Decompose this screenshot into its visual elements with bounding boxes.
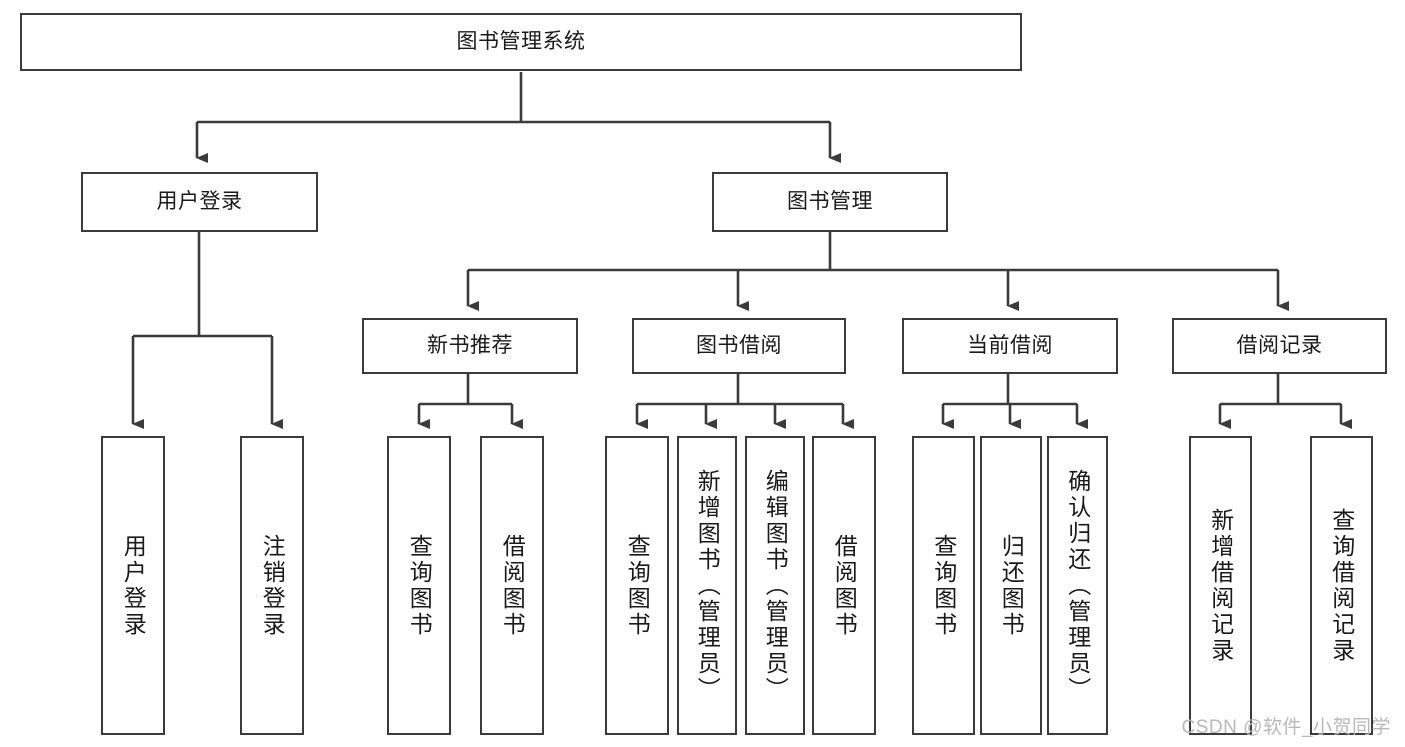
node-leaf-confirm-return-admin[interactable]: 确认归还（管理员） [1047,436,1108,735]
node-current-borrowing[interactable]: 当前借阅 [902,318,1118,374]
node-leaf-return-book[interactable]: 归还图书 [980,436,1042,735]
node-label: 图书管理 [787,189,873,213]
node-leaf-edit-book-admin[interactable]: 编辑图书（管理员） [745,436,805,735]
node-label: 图书借阅 [696,333,782,357]
node-label: 查询图书 [406,533,433,638]
node-leaf-borrow-book[interactable]: 借阅图书 [812,436,876,735]
node-label: 用户登录 [120,533,147,638]
node-label: 归还图书 [998,533,1025,638]
node-leaf-add-borrow-record[interactable]: 新增借阅记录 [1189,436,1252,735]
node-label: 用户登录 [156,189,243,213]
node-label: 查询借阅记录 [1328,507,1355,664]
node-leaf-user-login[interactable]: 用户登录 [101,436,165,735]
node-label: 借阅图书 [499,533,526,638]
node-label: 借阅记录 [1236,333,1323,357]
node-new-book-recommendation[interactable]: 新书推荐 [362,318,578,374]
node-label: 借阅图书 [831,533,858,638]
node-label: 查询图书 [624,533,651,638]
node-label: 新书推荐 [427,333,513,357]
node-book-management[interactable]: 图书管理 [712,172,948,232]
node-label: 当前借阅 [967,333,1053,357]
node-label: 编辑图书（管理员） [762,468,789,703]
node-leaf-query-book-borrow[interactable]: 查询图书 [605,436,669,735]
node-user-login[interactable]: 用户登录 [81,172,318,232]
node-root-book-management-system[interactable]: 图书管理系统 [20,13,1022,71]
node-leaf-query-book-newbook[interactable]: 查询图书 [387,436,451,735]
node-label: 查询图书 [930,533,957,638]
node-label: 注销登录 [259,533,286,638]
node-leaf-add-book-admin[interactable]: 新增图书（管理员） [677,436,737,735]
node-label: 新增图书（管理员） [694,468,721,703]
node-borrowing-record[interactable]: 借阅记录 [1172,318,1387,374]
node-label: 新增借阅记录 [1207,507,1234,664]
node-leaf-query-borrow-record[interactable]: 查询借阅记录 [1310,436,1373,735]
node-leaf-query-book-current[interactable]: 查询图书 [912,436,975,735]
node-leaf-borrow-book-newbook[interactable]: 借阅图书 [480,436,544,735]
node-label: 图书管理系统 [456,29,586,53]
node-book-borrowing[interactable]: 图书借阅 [632,318,846,374]
node-label: 确认归还（管理员） [1064,468,1091,703]
watermark-text: CSDN @软件_小贺同学 [1181,717,1391,738]
node-leaf-logout[interactable]: 注销登录 [240,436,304,735]
